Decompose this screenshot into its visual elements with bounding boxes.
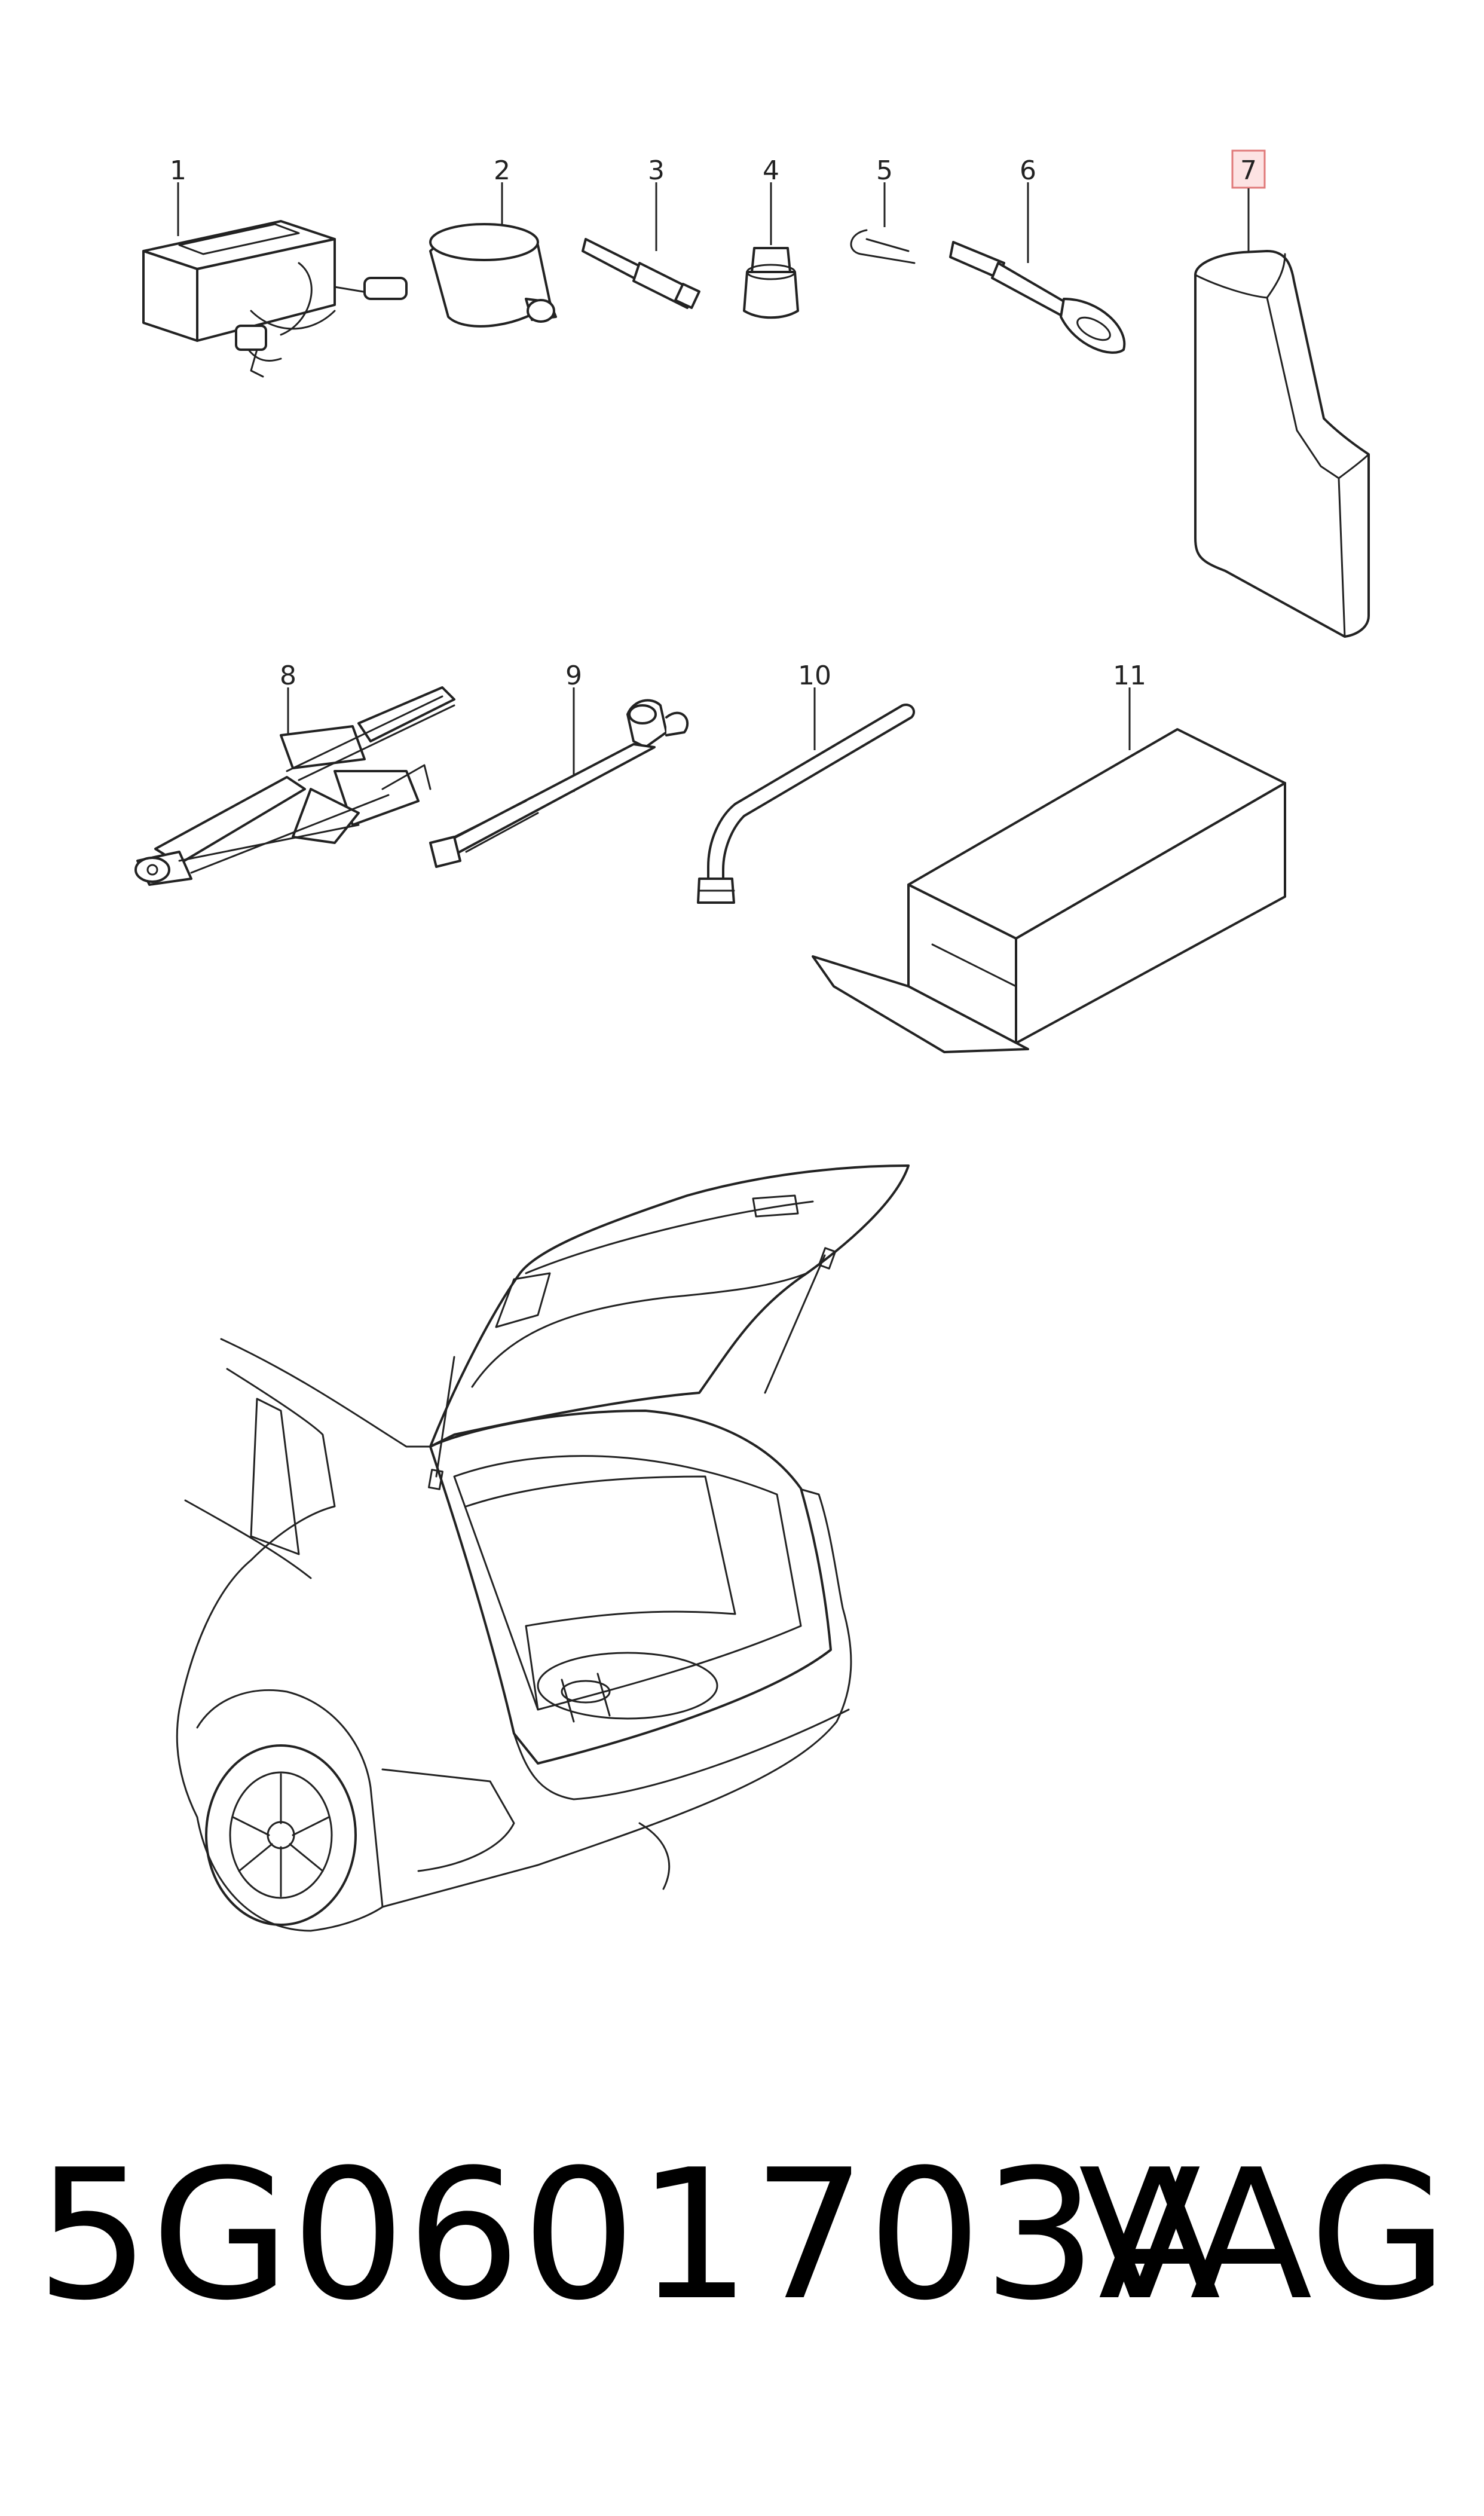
callout-10: 10 [798, 661, 831, 691]
callout-2: 2 [494, 155, 510, 186]
part-3-screwdriver: 3 [582, 155, 700, 309]
part-2-sealant-bottle: 2 [429, 155, 557, 328]
part-9-wheel-wrench: 9 [429, 661, 689, 868]
part-11-box: 11 [812, 661, 1286, 1053]
callout-11: 11 [1113, 661, 1146, 691]
callout-9: 9 [565, 661, 582, 691]
callout-5: 5 [876, 155, 893, 186]
callout-7-highlight [1231, 149, 1266, 189]
part-number-text: 5G0601703A [36, 2131, 1222, 2340]
footer: 5G0601703A VAG [0, 2146, 1484, 2325]
callout-8: 8 [280, 661, 296, 691]
callout-4: 4 [763, 155, 779, 186]
part-6-towing-eye: 6 [949, 155, 1126, 354]
car-rear-illustration [176, 1164, 910, 1932]
brand-text: VAG [1078, 2131, 1448, 2340]
part-5-clip: 5 [850, 155, 916, 264]
part-7-foam-insert: 7 [1194, 149, 1370, 638]
part-1-compressor: 1 [142, 155, 408, 378]
callout-3: 3 [648, 155, 665, 186]
part-8-jack: 8 [134, 661, 455, 886]
callout-1: 1 [170, 155, 186, 186]
part-4-bolt-adapter: 4 [743, 155, 799, 319]
callout-6: 6 [1020, 155, 1036, 186]
part-10-crank-handle: 10 [697, 661, 915, 904]
callout-7: 7 [1240, 155, 1257, 186]
